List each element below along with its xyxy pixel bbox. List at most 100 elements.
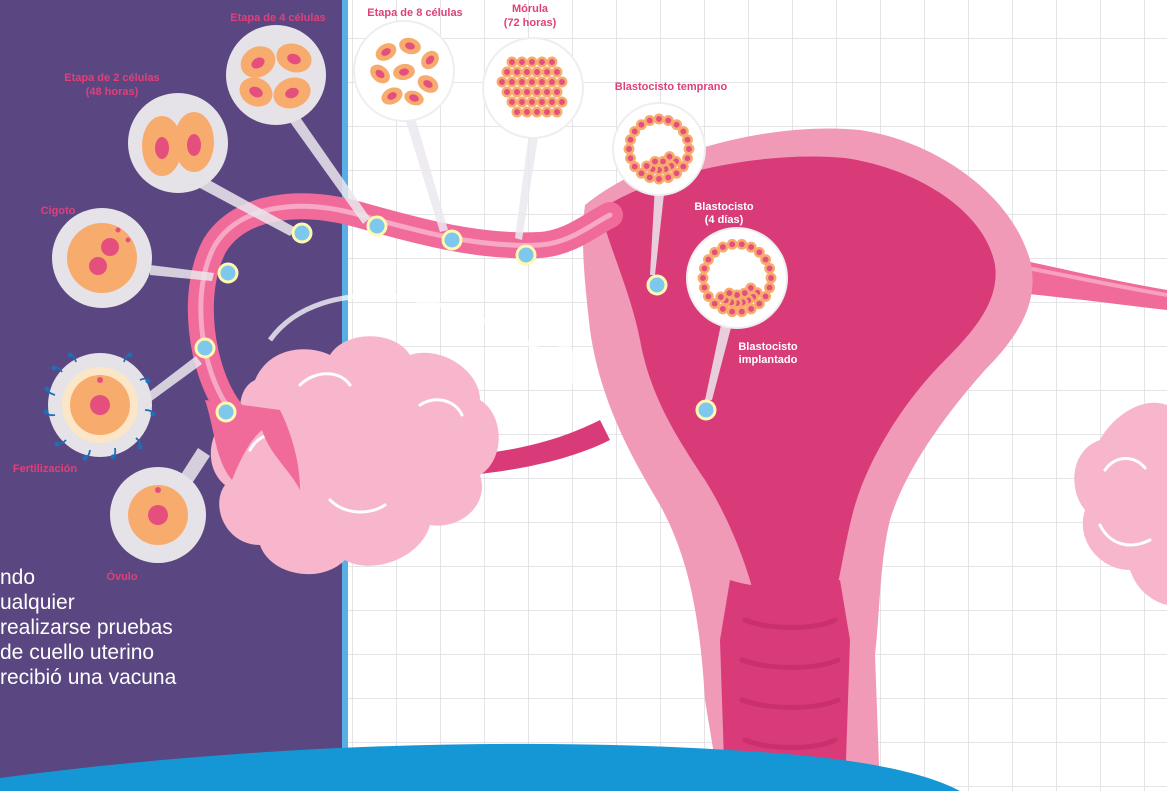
morula-cell	[503, 68, 511, 76]
label-etapa4: Etapa de 4 células	[230, 12, 325, 24]
label-blastocisto-line1: Blastocisto	[694, 201, 754, 213]
morula-cell	[553, 108, 561, 116]
label-morula-line1: Mórula	[512, 3, 549, 15]
panel-body-line-1: ndo	[0, 566, 35, 590]
panel-body-line-4: de cuello uterino	[0, 641, 154, 665]
morula-cell	[528, 98, 536, 106]
blastocyst-cell	[685, 145, 693, 153]
blastocisto-callout	[687, 228, 787, 328]
blastocyst-cell	[738, 308, 746, 316]
morula-cell	[508, 78, 516, 86]
label-etapa2-line2: (48 horas)	[86, 86, 139, 98]
morula-cell	[548, 78, 556, 86]
blastocyst-cell	[664, 173, 672, 181]
morula-cell	[543, 108, 551, 116]
blastocyst-cell	[646, 173, 654, 181]
blastocyst-cell	[755, 248, 763, 256]
blastocyst-cell	[738, 240, 746, 248]
morula-cell	[533, 68, 541, 76]
morula-cell	[553, 88, 561, 96]
blastocyst-cell	[699, 274, 707, 282]
morula-cell	[508, 98, 516, 106]
label-implantado-line1: Blastocisto	[738, 341, 798, 353]
blastocyst-cell	[626, 154, 634, 162]
path-cell-1	[217, 403, 235, 421]
blastocyst-cell	[637, 121, 645, 129]
cigoto-callout	[52, 208, 152, 308]
morula-cell	[548, 98, 556, 106]
blastocyst-cell	[700, 283, 708, 291]
path-cell-4	[293, 224, 311, 242]
morula-cell	[518, 58, 526, 66]
morula-cell	[558, 78, 566, 86]
blastocyst-cell	[728, 240, 736, 248]
blastocyst-cell	[704, 292, 712, 300]
label-etapa2-line1: Etapa de 2 células	[64, 72, 159, 84]
panel-body-line-5: recibió una vacuna	[0, 666, 176, 690]
morula-cell	[538, 98, 546, 106]
blasto-temprano-callout	[613, 103, 705, 195]
blastocyst-cell	[747, 243, 755, 251]
blastocyst-cell	[625, 145, 633, 153]
inner-mass-cell	[651, 157, 659, 165]
morula-cell	[553, 68, 561, 76]
path-cell-8	[648, 276, 666, 294]
blastocyst-cell	[765, 264, 773, 272]
morula-cell	[538, 78, 546, 86]
morula-cell	[528, 58, 536, 66]
morula-cell	[528, 78, 536, 86]
morula-cell	[533, 88, 541, 96]
morula-cell	[548, 58, 556, 66]
label-fertilizacion: Fertilización	[13, 463, 77, 475]
morula-cell	[518, 98, 526, 106]
blastocyst-cell	[626, 136, 634, 144]
blastocyst-cell	[655, 175, 663, 183]
morula-cell	[498, 78, 506, 86]
label-ovulo: Óvulo	[106, 570, 137, 583]
morula-cell	[513, 108, 521, 116]
blastocyst-cell	[704, 255, 712, 263]
label-blastocisto-line2: (4 días)	[705, 214, 744, 226]
blastocyst-cell	[747, 305, 755, 313]
blastocyst-cell	[646, 116, 654, 124]
morula-callout	[483, 38, 583, 138]
path-cell-7	[517, 246, 535, 264]
label-implantado-line2: implantado	[739, 354, 798, 366]
blastocyst-cell	[631, 162, 639, 170]
path-cell-6	[443, 231, 461, 249]
blastocyst-cell	[655, 115, 663, 123]
etapa4-callout	[226, 25, 326, 125]
blastocyst-cell	[683, 136, 691, 144]
ovulo-callout	[110, 467, 206, 563]
morula-cell	[513, 88, 521, 96]
morula-cell	[503, 88, 511, 96]
blastocyst-cell	[767, 274, 775, 282]
panel-body-line-2: ualquier	[0, 591, 75, 615]
morula-cell	[523, 88, 531, 96]
morula-cell	[533, 108, 541, 116]
etapa2-callout	[128, 93, 228, 193]
blastocyst-cell	[664, 116, 672, 124]
blastocyst-cell	[711, 248, 719, 256]
path-cell-3	[219, 264, 237, 282]
blastocyst-cell	[683, 154, 691, 162]
morula-cell	[558, 98, 566, 106]
etapa8-callout	[354, 21, 454, 121]
blastocyst-cell	[765, 283, 773, 291]
inner-mass-cell	[725, 289, 733, 297]
morula-cell	[538, 58, 546, 66]
morula-cell	[513, 68, 521, 76]
morula-cell	[543, 68, 551, 76]
panel-body-text: ndo ualquier realizarse pruebas de cuell…	[0, 566, 12, 710]
panel-body-line-3: realizarse pruebas	[0, 616, 173, 640]
label-etapa8: Etapa de 8 células	[367, 7, 462, 19]
path-cell-9	[697, 401, 715, 419]
label-morula-line2: (72 horas)	[504, 17, 557, 29]
blastocyst-cell	[719, 243, 727, 251]
label-blasto-temprano: Blastocisto temprano	[615, 81, 728, 93]
blastocyst-cell	[679, 127, 687, 135]
label-cigoto: Cigoto	[41, 205, 76, 217]
morula-cell	[543, 88, 551, 96]
inner-mass-cell	[717, 293, 725, 301]
morula-cell	[518, 78, 526, 86]
